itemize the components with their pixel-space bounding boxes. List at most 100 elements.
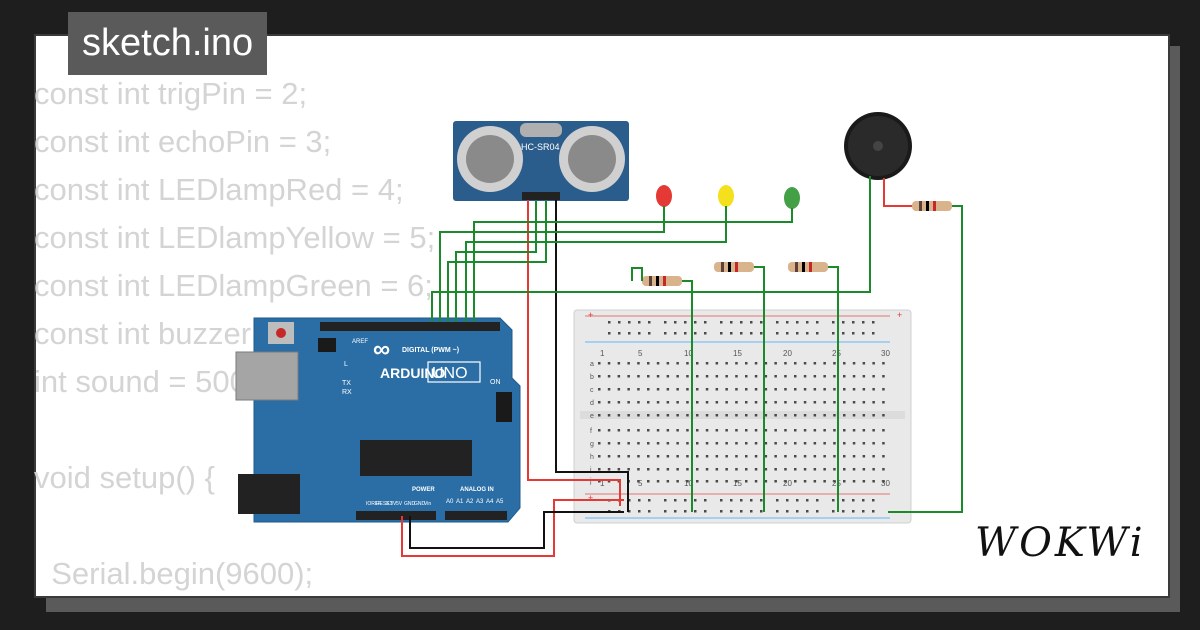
breadboard-hole (816, 510, 819, 513)
breadboard-hole (696, 414, 699, 417)
breadboard-hole (647, 480, 650, 483)
breadboard-hole (637, 442, 640, 445)
breadboard-hole (666, 362, 670, 365)
col-number: 1 (600, 479, 605, 488)
breadboard-hole (833, 375, 836, 378)
breadboard-hole (794, 388, 797, 391)
hc-sr04-sensor[interactable]: HC-SR04 (453, 121, 629, 201)
breadboard-hole (803, 455, 807, 458)
breadboard-hole (684, 510, 687, 513)
breadboard: + + + 1 5 10 15 20 25 30 1 5 10 15 20 25… (573, 309, 912, 524)
arduino-uno-board[interactable]: ARDUINO UNO ∞ DIGITAL (PWM ~) POWER ANAL… (235, 317, 521, 523)
breadboard-hole (607, 362, 611, 365)
breadboard-hole (806, 499, 809, 502)
breadboard-hole (694, 321, 697, 324)
resistor[interactable] (714, 262, 754, 272)
breadboard-hole (784, 429, 787, 432)
col-number: 25 (832, 479, 841, 488)
breadboard-hole (852, 332, 855, 335)
breadboard-hole (764, 414, 768, 417)
rail-plus-symbol: + (897, 310, 902, 320)
breadboard-hole (686, 455, 689, 458)
buzzer[interactable] (844, 112, 912, 180)
breadboard-hole (764, 388, 768, 391)
code-line: const int LEDlampYellow = 5; (34, 220, 436, 255)
breadboard-hole (696, 362, 699, 365)
breadboard-hole (617, 429, 621, 432)
breadboard-hole (638, 499, 641, 502)
breadboard-hole (842, 510, 845, 513)
sensor-label: HC-SR04 (521, 142, 560, 152)
breadboard-hole (725, 401, 728, 404)
breadboard-hole (617, 388, 621, 391)
usb-port (235, 351, 299, 401)
breadboard-hole (852, 510, 855, 513)
breadboard-hole (705, 442, 709, 445)
led-green[interactable] (784, 187, 800, 209)
breadboard-hole (803, 401, 807, 404)
led-red[interactable] (656, 185, 672, 207)
breadboard-hole (686, 468, 689, 471)
row-letter: a (590, 361, 594, 368)
breadboard-hole (617, 480, 621, 483)
breadboard-hole (852, 499, 855, 502)
breadboard-hole (794, 401, 797, 404)
resistor[interactable] (642, 276, 682, 286)
resistor[interactable] (788, 262, 828, 272)
breadboard-hole (676, 362, 679, 365)
breadboard-hole (735, 455, 738, 458)
breadboard-hole (862, 321, 865, 324)
digital-label: DIGITAL (PWM ~) (402, 347, 459, 354)
breadboard-hole (806, 332, 809, 335)
breadboard-hole (730, 321, 733, 324)
breadboard-hole (720, 332, 723, 335)
breadboard-hole (617, 375, 621, 378)
row-letter: g (590, 441, 594, 448)
breadboard-hole (872, 499, 875, 502)
breadboard-hole (607, 480, 611, 483)
breadboard-hole (666, 455, 670, 458)
breadboard-hole (745, 362, 748, 365)
file-tab[interactable]: sketch.ino (68, 12, 268, 75)
breadboard-hole (852, 388, 856, 391)
analog-pin-label: A5 (496, 499, 504, 505)
breadboard-hole (704, 321, 707, 324)
breadboard-hole (784, 401, 787, 404)
breadboard-hole (774, 480, 777, 483)
breadboard-hole (754, 388, 758, 391)
breadboard-hole (666, 414, 670, 417)
breadboard-hole (842, 321, 845, 324)
breadboard-hole (666, 401, 670, 404)
analog-pin-label: A3 (476, 499, 484, 505)
breadboard-hole (618, 321, 621, 324)
code-line: const int LEDlampGreen = 6; (34, 268, 433, 303)
breadboard-hole (882, 388, 885, 391)
breadboard-hole (816, 321, 819, 324)
breadboard-hole (823, 401, 826, 404)
reset-button-cap[interactable] (276, 328, 286, 338)
breadboard-hole (776, 499, 779, 502)
breadboard-hole (803, 468, 807, 471)
breadboard-hole (786, 510, 789, 513)
breadboard-hole (607, 375, 611, 378)
led-yellow[interactable] (718, 185, 734, 207)
breadboard-hole (647, 362, 650, 365)
breadboard-hole (696, 388, 699, 391)
col-number: 25 (832, 349, 841, 358)
power-jack (238, 474, 300, 514)
breadboard-hole (882, 442, 885, 445)
breadboard-hole (686, 414, 689, 417)
breadboard-hole (628, 321, 631, 324)
breadboard-hole (862, 499, 865, 502)
wokwi-logo: WOKWi (975, 520, 1146, 566)
digital-header (320, 322, 500, 331)
breadboard-hole (647, 442, 650, 445)
resistor[interactable] (912, 201, 952, 211)
breadboard-hole (764, 401, 768, 404)
breadboard-hole (823, 362, 826, 365)
breadboard-hole (608, 321, 611, 324)
breadboard-hole (627, 429, 630, 432)
breadboard-hole (684, 499, 687, 502)
breadboard-hole (704, 510, 707, 513)
